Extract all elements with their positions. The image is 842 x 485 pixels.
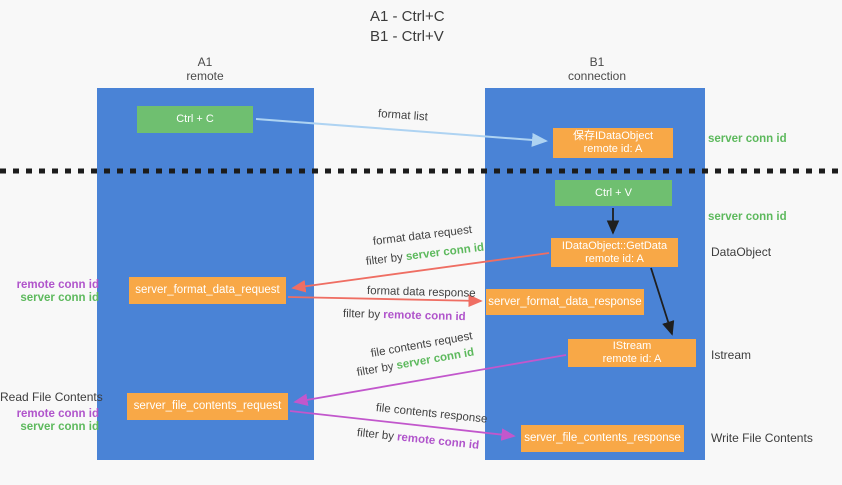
annotation-server-conn-id-mid: server conn id: [708, 211, 787, 223]
node-server-file-contents-response: server_file_contents_response: [521, 425, 684, 452]
filter-id-remote-conn: remote conn id: [383, 309, 466, 324]
label-filter-format-response: filter by remote conn id: [343, 308, 466, 323]
annotation-file-conn-ids: Read File Contents remote conn id server…: [0, 390, 103, 434]
column-b1-subtitle: connection: [567, 69, 627, 83]
column-header-b1: B1 connection: [532, 55, 662, 83]
filter-prefix: filter by: [342, 308, 384, 322]
node-save-dataobject: 保存IDataObject remote id: A: [553, 128, 673, 158]
annotation-file-remote-conn-id: remote conn id: [16, 408, 99, 420]
title-line-a1: A1 - Ctrl+C: [370, 8, 445, 25]
node-ctrl-c: Ctrl + C: [137, 106, 253, 133]
node-save-dataobject-line1: 保存IDataObject: [572, 130, 654, 142]
page-title: A1 - Ctrl+C B1 - Ctrl+V: [370, 7, 445, 47]
annotation-format-server-conn-id: server conn id: [20, 292, 99, 304]
label-format-data-response: format data response: [366, 285, 476, 300]
annotation-file-server-conn-id: server conn id: [20, 421, 99, 433]
column-a1-name: A1: [197, 55, 213, 69]
node-istream-line2: remote id: A: [602, 353, 662, 365]
annotation-istream: Istream: [711, 348, 752, 362]
annotation-dataobject: DataObject: [711, 245, 772, 259]
node-server-file-contents-response-label: server_file_contents_response: [524, 432, 681, 444]
annotation-write-file-contents: Write File Contents: [711, 431, 813, 445]
node-getdata-line1: IDataObject::GetData: [561, 239, 668, 252]
filter-prefix: filter by: [356, 427, 398, 444]
node-server-format-data-request-label: server_format_data_request: [135, 284, 280, 296]
node-ctrl-v: Ctrl + V: [555, 180, 672, 206]
node-ctrl-v-label: Ctrl + V: [595, 186, 632, 199]
node-server-format-data-response: server_format_data_response: [486, 289, 644, 315]
node-server-file-contents-request-label: server_file_contents_request: [133, 400, 282, 412]
title-line-b1: B1 - Ctrl+V: [370, 28, 444, 45]
node-istream-line1: IStream: [612, 340, 652, 352]
column-header-a1: A1 remote: [140, 55, 270, 83]
node-istream: IStream remote id: A: [568, 339, 696, 367]
node-server-format-data-request: server_format_data_request: [129, 277, 286, 304]
filter-prefix: filter by: [365, 251, 407, 268]
node-ctrl-c-label: Ctrl + C: [176, 113, 214, 125]
node-server-file-contents-request: server_file_contents_request: [127, 393, 288, 420]
label-filter-file-response: filter by remote conn id: [356, 427, 479, 452]
filter-id-server-conn: server conn id: [405, 241, 485, 264]
annotation-server-conn-id-top: server conn id: [708, 133, 787, 145]
annotation-read-file-contents: Read File Contents: [0, 390, 103, 404]
filter-id-remote-conn: remote conn id: [396, 431, 480, 452]
annotation-format-remote-conn-id: remote conn id: [16, 279, 99, 291]
column-a1-subtitle: remote: [186, 69, 224, 83]
node-getdata: IDataObject::GetData remote id: A: [551, 238, 678, 267]
column-b1-name: B1: [589, 55, 605, 69]
node-getdata-line2: remote id: A: [585, 252, 644, 265]
annotation-format-conn-ids: remote conn id server conn id: [0, 279, 99, 305]
filter-prefix: filter by: [355, 360, 398, 379]
node-server-format-data-response-label: server_format_data_response: [488, 295, 642, 308]
label-format-list: format list: [377, 108, 429, 124]
node-save-dataobject-line2: remote id: A: [583, 143, 643, 155]
label-file-contents-response: file contents response: [375, 402, 488, 426]
